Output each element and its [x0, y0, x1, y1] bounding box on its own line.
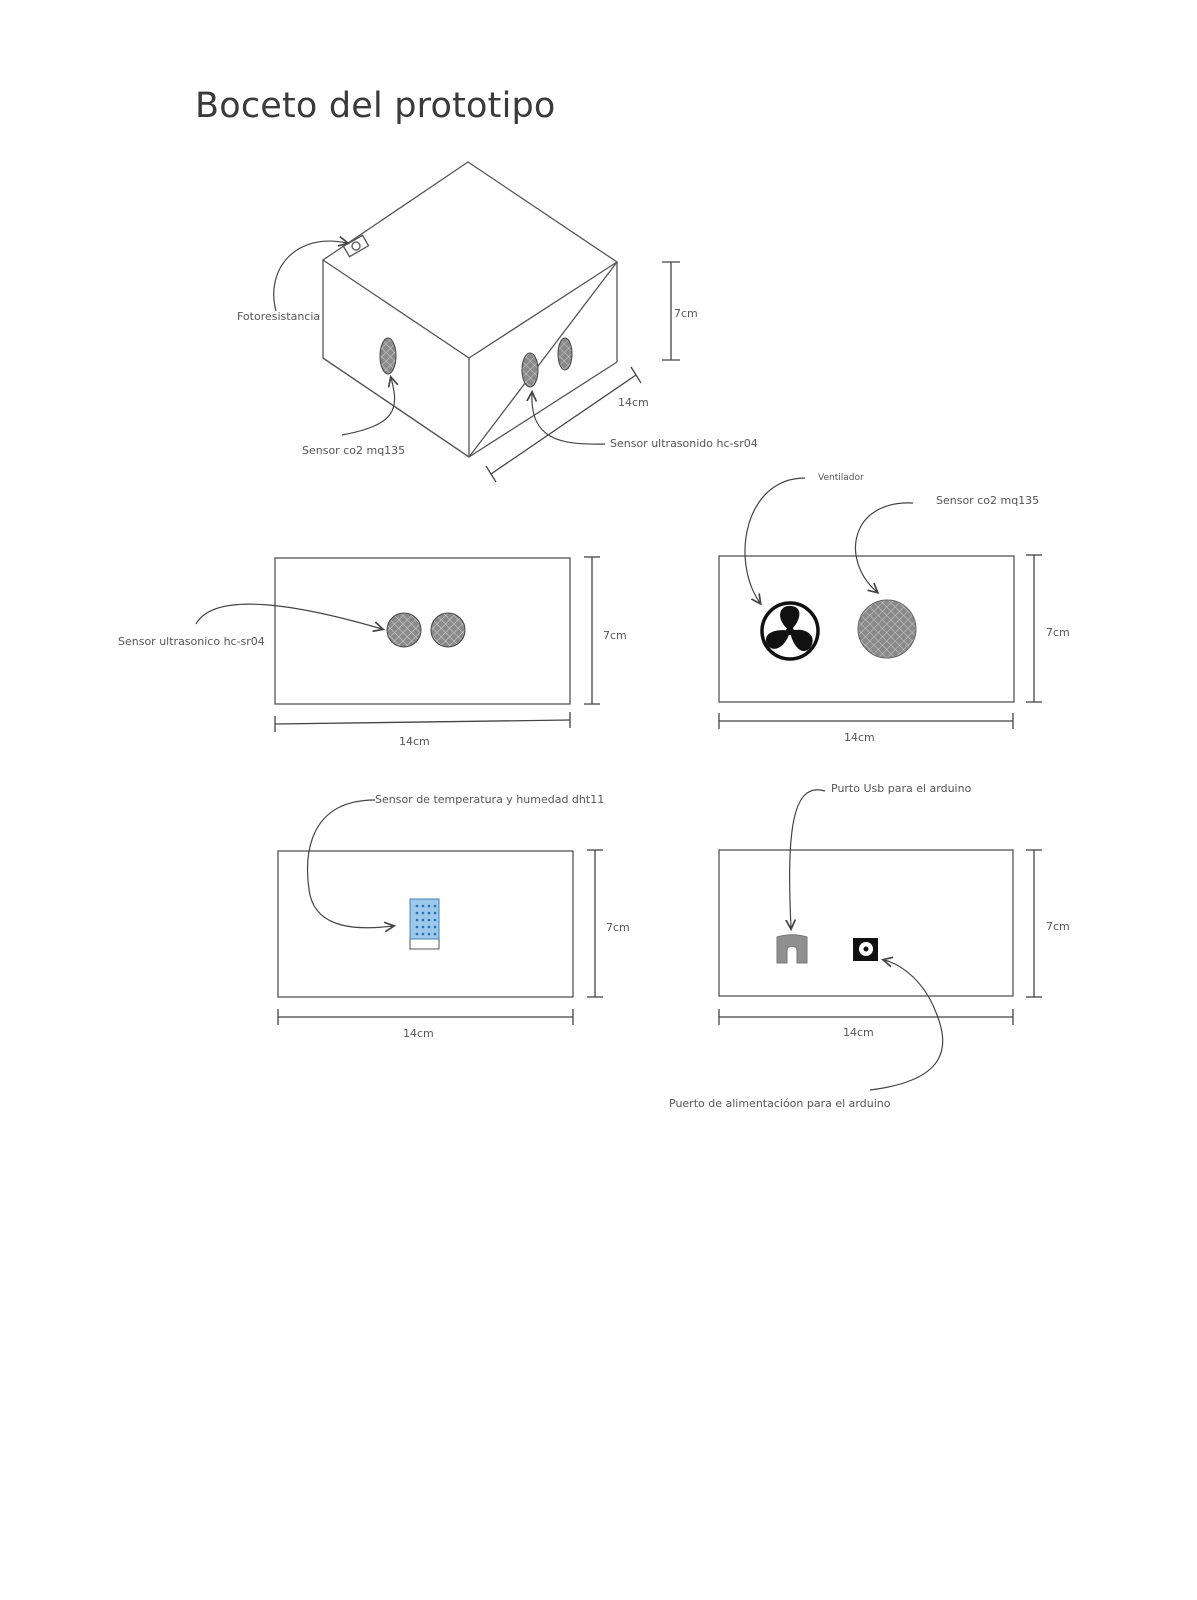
page-title: Boceto del prototipo	[195, 86, 556, 126]
ports-width-label: 14cm	[843, 1026, 874, 1039]
dht-height-dimension	[587, 849, 603, 998]
box-bottom-left-edge	[322, 357, 470, 458]
dht-label: Sensor de temperatura y humedad dht11	[375, 793, 604, 806]
co2-sensor-icon	[857, 599, 917, 659]
box-height-label: 7cm	[674, 307, 698, 320]
dht-width-label: 14cm	[403, 1027, 434, 1040]
ultrasonic-left-3d-icon	[521, 352, 539, 388]
front-view-panel	[274, 557, 571, 705]
usb-port-icon	[776, 934, 808, 964]
ports-height-dimension	[1026, 849, 1042, 998]
ultrasonic-3d-arrow	[532, 393, 606, 445]
ports-view-panel	[718, 849, 1014, 997]
front-width-dimension	[274, 712, 571, 732]
dht11-sensor-icon	[409, 898, 440, 950]
photoresistor-label: Fotoresistancia	[237, 310, 320, 323]
photoresistor-eye-icon	[351, 241, 361, 251]
box-top-right-edge	[468, 261, 618, 359]
box-outline	[322, 161, 618, 458]
ultrasonic-3d-label: Sensor ultrasonido hc-sr04	[610, 437, 758, 450]
usb-label: Purto Usb para el arduino	[831, 782, 972, 795]
ultrasonic-right-3d-icon	[557, 337, 573, 371]
ultrasonic-front-arrow	[195, 603, 382, 629]
fan-height-label: 7cm	[1046, 626, 1070, 639]
usb-arrow	[790, 789, 826, 928]
fan-width-label: 14cm	[844, 731, 875, 744]
ports-width-dimension	[718, 1009, 1014, 1025]
box-top-front-edge	[322, 259, 470, 359]
box-length-dimension	[485, 366, 642, 483]
co2-label: Sensor co2 mq135	[936, 494, 1039, 507]
co2-sensor-3d-icon	[379, 337, 397, 375]
fan-label: Ventilador	[818, 473, 864, 483]
dht-view-panel	[277, 850, 574, 998]
ports-height-label: 7cm	[1046, 920, 1070, 933]
power-arrow	[869, 960, 944, 1091]
power-label: Puerto de alimentacióon para el arduino	[669, 1097, 891, 1110]
co2-arrow	[855, 502, 914, 592]
front-height-dimension	[584, 556, 600, 705]
co2-3d-arrow	[341, 378, 395, 436]
fan-view-panel	[718, 555, 1015, 703]
box-length-label: 14cm	[618, 396, 649, 409]
dht-width-dimension	[277, 1009, 574, 1025]
ultrasonic-right-icon	[430, 612, 466, 648]
fan-width-dimension	[718, 713, 1014, 729]
box-bottom-right-edge	[468, 361, 618, 458]
photoresistor-icon	[342, 234, 370, 258]
front-width-label: 14cm	[399, 735, 430, 748]
ultrasonic-front-label: Sensor ultrasonico hc-sr04	[118, 635, 265, 648]
ultrasonic-left-icon	[386, 612, 422, 648]
fan-height-dimension	[1026, 554, 1042, 703]
isometric-box	[322, 161, 618, 458]
dht-arrow	[306, 799, 394, 928]
dht-height-label: 7cm	[606, 921, 630, 934]
power-port-icon	[853, 938, 878, 961]
co2-3d-label: Sensor co2 mq135	[302, 444, 405, 457]
front-height-label: 7cm	[603, 629, 627, 642]
fan-icon	[760, 601, 820, 661]
box-height-dimension	[662, 261, 680, 361]
photoresistor-arrow	[273, 241, 347, 312]
fan-arrow	[744, 477, 806, 603]
